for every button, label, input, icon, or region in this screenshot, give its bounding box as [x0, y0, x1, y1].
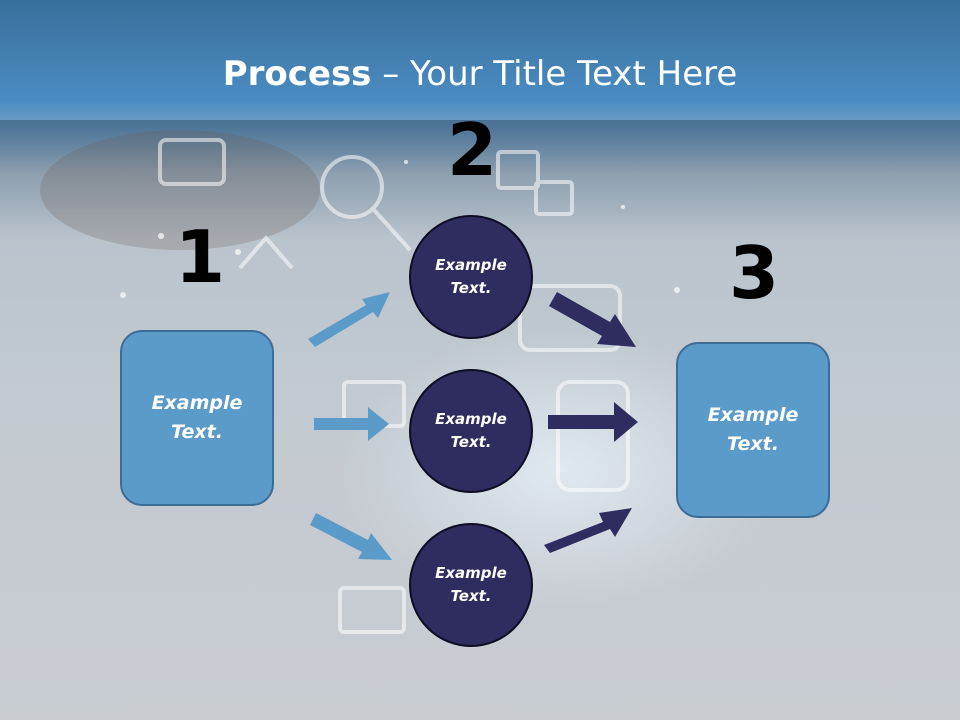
process-circle-bottom[interactable]: Example Text. [409, 523, 533, 647]
title-bold: Process [222, 54, 372, 94]
arrow-bottom-to-right-icon [544, 508, 632, 553]
arrow-top-to-right-icon [549, 292, 636, 347]
arrow-left-to-middle-icon [314, 407, 389, 441]
slide-title: Process – Your Title Text Here [0, 52, 960, 96]
step-number-3: 3 [728, 231, 780, 315]
circle-top-text: Example Text. [435, 256, 507, 297]
step-number-2: 2 [446, 108, 498, 192]
process-circle-top[interactable]: Example Text. [409, 215, 533, 339]
arrow-middle-to-right-icon [548, 402, 638, 442]
circle-bottom-text: Example Text. [435, 564, 507, 605]
left-process-box[interactable]: Example Text. [120, 330, 274, 506]
step-number-1: 1 [174, 215, 226, 299]
right-box-text: Example Text. [707, 404, 799, 455]
title-rest: – Your Title Text Here [371, 54, 738, 94]
left-box-text: Example Text. [151, 392, 243, 443]
right-process-box[interactable]: Example Text. [676, 342, 830, 518]
circle-middle-text: Example Text. [435, 410, 507, 451]
process-circle-middle[interactable]: Example Text. [409, 369, 533, 493]
arrow-left-to-top-icon [308, 292, 390, 347]
arrow-left-to-bottom-icon [310, 513, 392, 560]
